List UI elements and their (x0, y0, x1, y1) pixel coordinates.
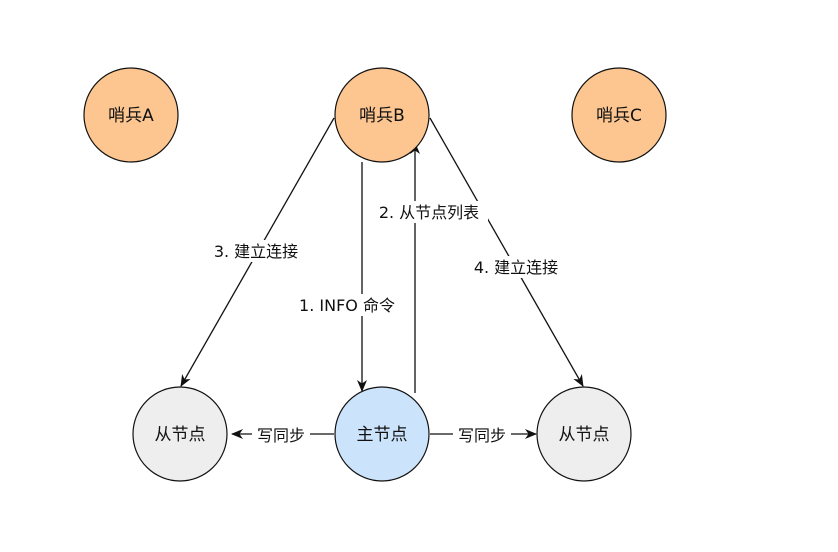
edge-label-sync-left-group: 写同步 (252, 424, 310, 446)
sentinel-c-circle (571, 67, 667, 163)
edge-label-connect-right-group: 4. 建立连接 (466, 256, 566, 278)
slave-right-label: 从节点 (559, 425, 610, 445)
master-label: 主节点 (357, 425, 408, 445)
edge-label-slave-list-group: 2. 从节点列表 (370, 201, 488, 223)
slave-left-node: 从节点 (132, 386, 228, 482)
slave-right-node: 从节点 (536, 386, 632, 482)
sentinel-b-circle (334, 67, 430, 163)
edge-label-connect-left: 3. 建立连接 (214, 242, 298, 261)
slave-left-circle (132, 386, 228, 482)
sentinel-c-node: 哨兵C (571, 67, 667, 163)
edge-label-info-command: 1. INFO 命令 (299, 296, 395, 315)
edge-label-sync-left: 写同步 (257, 426, 305, 445)
edge-label-slave-list: 2. 从节点列表 (379, 203, 479, 222)
edge-label-connect-right: 4. 建立连接 (474, 258, 558, 277)
sentinel-c-label: 哨兵C (596, 106, 642, 126)
sentinel-a-label: 哨兵A (108, 106, 154, 126)
sentinel-b-node: 哨兵B (334, 67, 430, 163)
sentinel-a-node: 哨兵A (83, 67, 179, 163)
edge-label-info-command-group: 1. INFO 命令 (292, 294, 402, 316)
master-node: 主节点 (334, 386, 430, 482)
slave-left-label: 从节点 (155, 425, 206, 445)
sentinel-b-label: 哨兵B (359, 106, 405, 126)
slave-right-circle (536, 386, 632, 482)
edge-label-connect-left-group: 3. 建立连接 (206, 240, 306, 262)
master-circle (334, 386, 430, 482)
edge-connect-right (429, 117, 584, 387)
edge-label-sync-right-group: 写同步 (453, 424, 511, 446)
edge-label-sync-right: 写同步 (458, 426, 506, 445)
sentinel-a-circle (83, 67, 179, 163)
